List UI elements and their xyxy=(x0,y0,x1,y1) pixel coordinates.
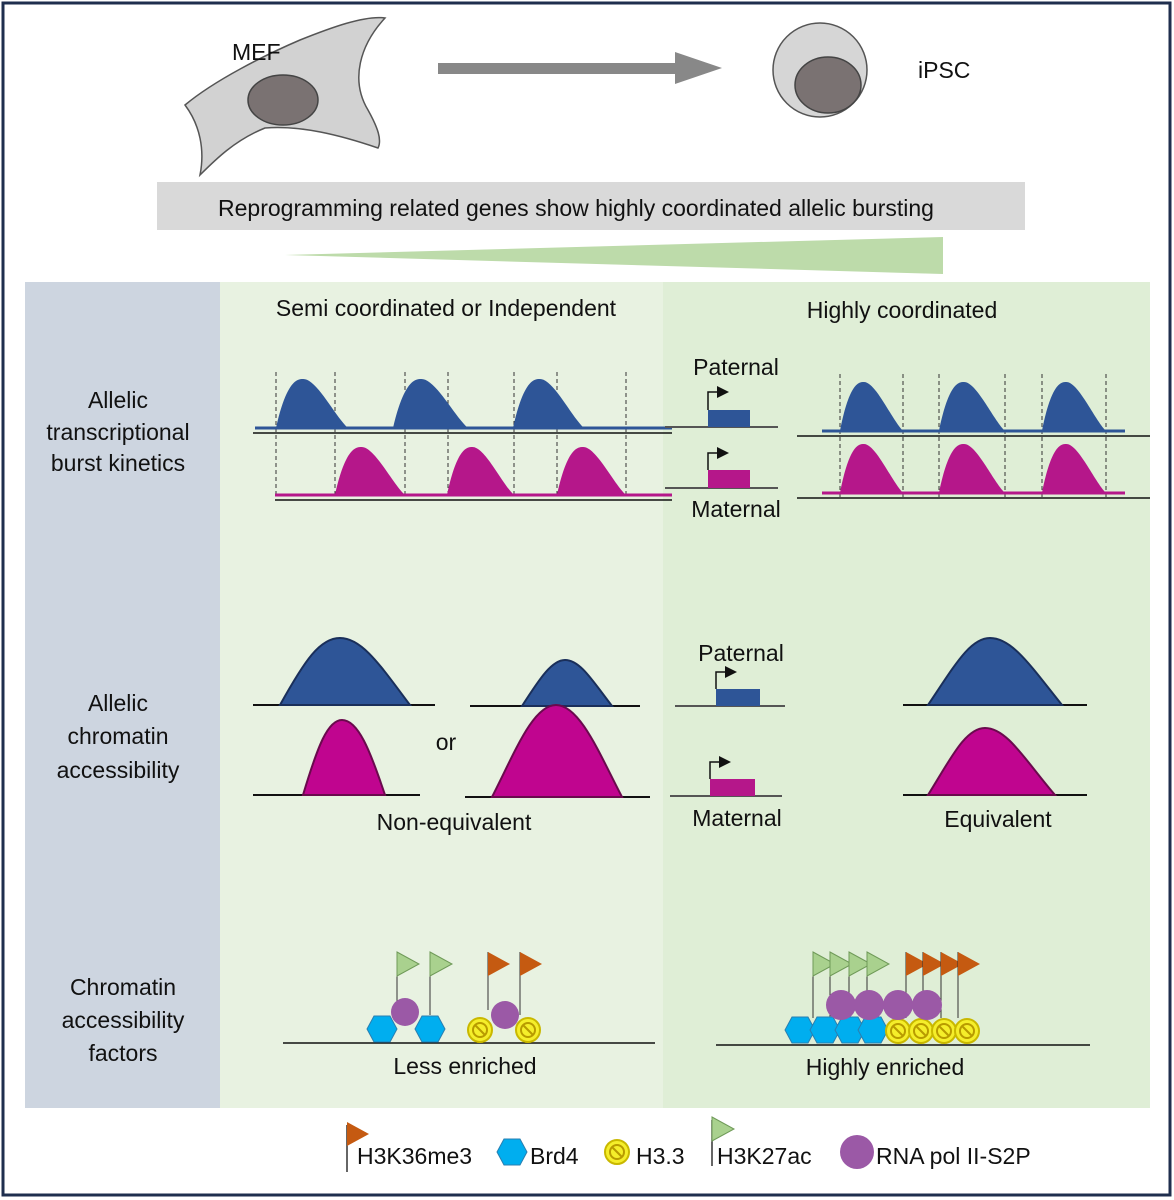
paternal-burst-peak xyxy=(513,379,584,428)
ipsc-cell xyxy=(772,22,868,118)
burst-maternal-gene xyxy=(665,447,778,489)
maternal-burst-peak xyxy=(335,447,405,495)
row-label-panel xyxy=(25,282,220,1108)
paternal-burst-peak xyxy=(1042,382,1106,431)
row-label-accessibility: Allelic chromatin accessibility xyxy=(57,690,180,783)
h33-icon xyxy=(931,1018,957,1044)
banner-box xyxy=(157,182,1025,230)
maternal-burst-peak xyxy=(840,444,903,493)
maternal-burst-peak xyxy=(1042,444,1106,493)
h33-icon xyxy=(885,1018,911,1044)
legend-rnapol: RNA pol II-S2P xyxy=(876,1143,1031,1169)
rna-pol-icon xyxy=(912,990,942,1020)
svg-text:chromatin: chromatin xyxy=(68,723,169,749)
tss-arrow-icon xyxy=(707,386,729,410)
reprogramming-arrow xyxy=(438,52,722,84)
h33-icon xyxy=(467,1017,493,1043)
tss-arrow-icon xyxy=(707,447,729,470)
access-maternal-label: Maternal xyxy=(692,805,781,831)
nucleus-icon xyxy=(247,74,319,126)
rna-pol-icon xyxy=(826,990,856,1020)
non-equivalent-label: Non-equivalent xyxy=(377,809,532,835)
burst-paternal-label: Paternal xyxy=(693,354,779,380)
svg-text:accessibility: accessibility xyxy=(57,757,180,783)
factors-left xyxy=(283,951,655,1044)
h33-icon xyxy=(908,1018,934,1044)
mef-cell xyxy=(183,16,387,178)
rna-pol-icon xyxy=(840,1135,874,1169)
factors-right xyxy=(716,951,1090,1046)
rna-pol-icon xyxy=(854,990,884,1020)
h33-icon xyxy=(604,1139,630,1165)
paternal-burst-peak xyxy=(840,382,903,431)
h33-icon xyxy=(954,1018,980,1044)
brd4-icon xyxy=(366,1015,398,1043)
tss-arrow-icon xyxy=(715,666,737,689)
svg-text:Allelic: Allelic xyxy=(88,387,148,413)
access-paternal-gene xyxy=(675,666,785,707)
less-enriched-label: Less enriched xyxy=(393,1053,536,1079)
or-label: or xyxy=(436,729,457,755)
rna-pol-icon xyxy=(883,990,913,1020)
svg-text:accessibility: accessibility xyxy=(62,1007,185,1033)
right-column-header: Highly coordinated xyxy=(807,297,998,323)
h33-icon xyxy=(515,1017,541,1043)
mef-label: MEF xyxy=(232,39,281,65)
svg-text:transcriptional: transcriptional xyxy=(46,419,189,445)
access-maternal-gene xyxy=(670,756,782,797)
ipsc-label: iPSC xyxy=(918,57,970,83)
rna-pol-icon xyxy=(491,1001,519,1029)
svg-text:Allelic: Allelic xyxy=(88,690,148,716)
legend-h33: H3.3 xyxy=(636,1143,685,1169)
svg-text:burst kinetics: burst kinetics xyxy=(51,450,185,476)
maternal-burst-peak xyxy=(939,444,1005,493)
legend-h3k27ac: H3K27ac xyxy=(717,1143,812,1169)
nucleus-icon xyxy=(794,56,862,114)
highly-enriched-label: Highly enriched xyxy=(806,1054,965,1080)
svg-text:Chromatin: Chromatin xyxy=(70,974,176,1000)
burst-paternal-gene xyxy=(665,386,778,428)
row-label-burst: Allelic transcriptional burst kinetics xyxy=(46,387,189,476)
burst-maternal-label: Maternal xyxy=(691,496,780,522)
brd4-icon xyxy=(857,1016,889,1044)
brd4-icon xyxy=(496,1138,528,1166)
legend: H3K36me3 Brd4 H3.3 H3K27ac RNA pol II-S2… xyxy=(346,1116,1031,1172)
accessibility-left xyxy=(253,636,650,798)
accessibility-right xyxy=(903,636,1087,796)
burst-right xyxy=(797,374,1150,499)
paternal-burst-peak xyxy=(276,379,348,428)
row-label-factors: Chromatin accessibility factors xyxy=(62,974,185,1066)
svg-text:factors: factors xyxy=(88,1040,157,1066)
left-column-header: Semi coordinated or Independent xyxy=(276,295,617,321)
burst-left xyxy=(253,372,672,501)
equivalent-label: Equivalent xyxy=(944,806,1052,832)
legend-h3k36me3: H3K36me3 xyxy=(357,1143,472,1169)
banner-text: Reprogramming related genes show highly … xyxy=(218,195,934,221)
access-paternal-label: Paternal xyxy=(698,640,784,666)
rna-pol-icon xyxy=(391,998,419,1026)
paternal-burst-peak xyxy=(939,382,1005,431)
brd4-icon xyxy=(414,1015,446,1043)
maternal-burst-peak xyxy=(557,447,626,495)
tss-arrow-icon xyxy=(709,756,731,779)
paternal-burst-peak xyxy=(393,379,468,428)
coordination-wedge xyxy=(285,237,943,274)
legend-brd4: Brd4 xyxy=(530,1143,579,1169)
maternal-burst-peak xyxy=(447,447,514,495)
